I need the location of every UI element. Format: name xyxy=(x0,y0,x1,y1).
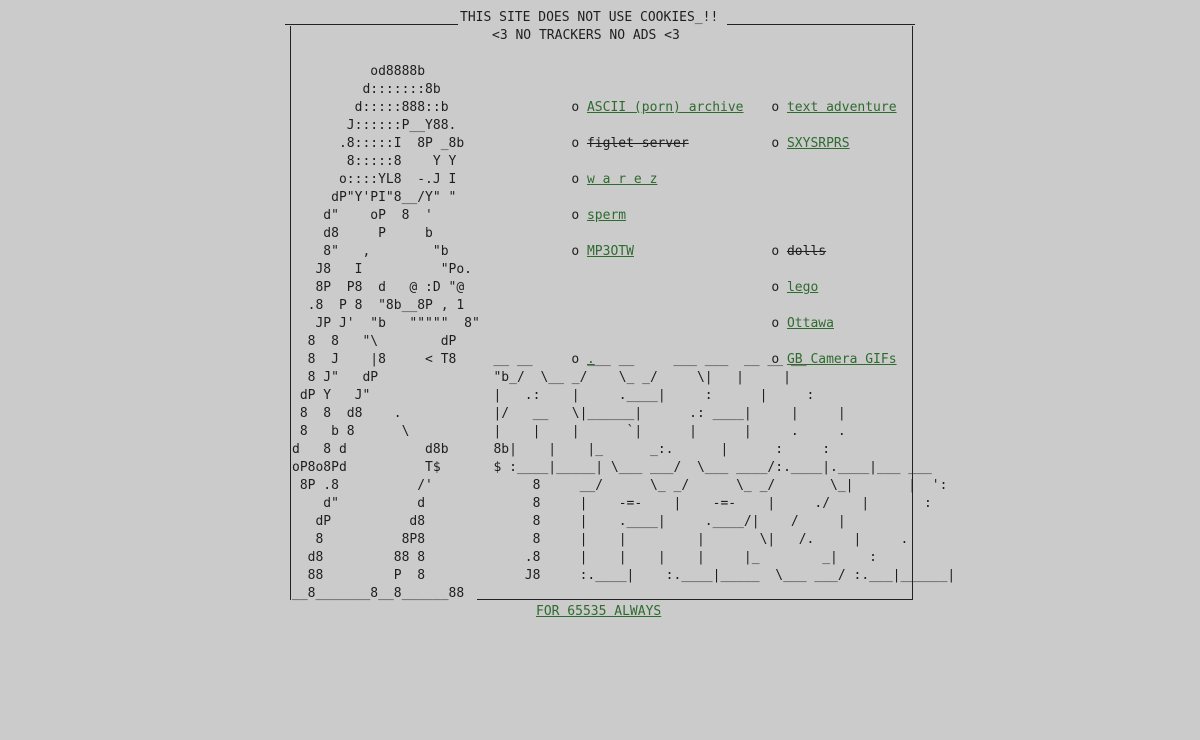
bullet: o xyxy=(571,352,580,367)
figure-art-line: oP8o8Pd T$ xyxy=(292,460,441,475)
figure-art-line: dP Y J" xyxy=(292,388,371,403)
figure-art-line: .8:::::I 8P _8b xyxy=(292,136,465,151)
figure-art-line: d:::::::8b xyxy=(292,82,441,97)
bullet: o xyxy=(771,100,780,115)
bullet: o xyxy=(571,244,580,259)
figure-art-line: 8 J" dP xyxy=(292,370,379,385)
logo-art-line: __ __ ___ __ ___ ___ __ __ __ xyxy=(470,352,807,367)
frame-top-right-rule xyxy=(727,24,915,25)
bullet: o xyxy=(571,100,580,115)
header-title: THIS SITE DOES NOT USE COOKIES_!! xyxy=(460,10,719,25)
header-subtitle: <3 NO TRACKERS NO ADS <3 xyxy=(492,28,680,43)
menu-item-text-adventure: o text adventure xyxy=(740,81,897,135)
figure-art-line: JP J' "b """"" 8" xyxy=(292,316,480,331)
menu-item-sperm: o sperm xyxy=(540,189,626,243)
link-ottawa[interactable]: Ottawa xyxy=(786,316,834,331)
menu-item-lego: o lego xyxy=(740,261,818,315)
figure-art-line: 8 8P8 xyxy=(292,532,426,547)
bullet: o xyxy=(771,244,780,259)
logo-art-line: 8 | -=- | -=- | ./ | : xyxy=(470,496,932,511)
bullet: o xyxy=(771,280,780,295)
link-lego[interactable]: lego xyxy=(786,280,819,295)
logo-art-line: 8b| | |_ _:. | : : xyxy=(470,442,831,457)
figure-art-line: dP"Y'PI"8__/Y" " xyxy=(292,190,457,205)
logo-art-line: | | | `| | | . . xyxy=(470,424,846,439)
menu-item-dot: o . xyxy=(540,333,595,387)
logo-art-line: 8 | .____| .____/| / | xyxy=(470,514,846,529)
link-sxysrprs[interactable]: SXYSRPRS xyxy=(786,136,850,151)
figure-art-line: 8P P8 d @ :D "@ xyxy=(292,280,465,295)
menu-item-warez: o w a r e z xyxy=(540,153,657,207)
figure-art-line: 8:::::8 Y Y xyxy=(292,154,457,169)
figure-art-line: J::::::P__Y88. xyxy=(292,118,457,133)
figure-art-line: d" d xyxy=(292,496,426,511)
figure-art-line: 8" , "b xyxy=(292,244,449,259)
bullet: o xyxy=(571,208,580,223)
menu-item-figlet-server: o figlet server xyxy=(540,117,689,171)
frame-bottom-rule xyxy=(477,599,913,600)
bullet: o xyxy=(771,136,780,151)
link-figlet-server[interactable]: figlet server xyxy=(586,136,689,151)
logo-art-line: 8 | | | \| /. | . xyxy=(470,532,909,547)
logo-art-line: |/ __ \|______| .: ____| | | xyxy=(470,406,846,421)
figure-art-line: J8 I "Po. xyxy=(292,262,473,277)
link-warez[interactable]: w a r e z xyxy=(586,172,658,187)
frame-right-rule xyxy=(912,26,913,600)
menu-item-ascii-archive: o ASCII (porn) archive xyxy=(540,81,744,135)
link-gb-camera-gifs[interactable]: GB Camera GIFs xyxy=(786,352,897,367)
logo-art-line: 8 __/ \_ _/ \_ _/ \_| | ': xyxy=(470,478,948,493)
link-mp3otw[interactable]: MP3OTW xyxy=(586,244,634,259)
bullet: o xyxy=(771,316,780,331)
figure-art-line: 8 b 8 \ xyxy=(292,424,410,439)
link-dolls[interactable]: dolls xyxy=(786,244,827,259)
link-sperm[interactable]: sperm xyxy=(586,208,627,223)
figure-art-line: d8 88 8 xyxy=(292,550,426,565)
menu-item-dolls: o dolls xyxy=(740,225,826,279)
menu-item-mp3otw: o MP3OTW xyxy=(540,225,634,279)
bullet: o xyxy=(771,352,780,367)
figure-art-line: d8 P b xyxy=(292,226,433,241)
figure-art-line: __8_______8__8______88 xyxy=(292,586,465,601)
figure-art-line: 88 P 8 xyxy=(292,568,426,583)
bullet: o xyxy=(571,136,580,151)
logo-art-line: J8 :.____| :.____|_____ \___ ___/ :.___|… xyxy=(470,568,956,583)
figure-art-line: 8 8 "\ dP xyxy=(292,334,457,349)
figure-art-line: 8 8 d8 . xyxy=(292,406,402,421)
figure-art-line: dP d8 xyxy=(292,514,426,529)
figure-art-line: d 8 d d8b xyxy=(292,442,449,457)
logo-art-line: "b_/ \__ _/ \_ _/ \| | | xyxy=(470,370,791,385)
figure-art-line: 8P .8 /' xyxy=(292,478,433,493)
figure-art-line: .8 P 8 "8b__8P , 1 xyxy=(292,298,465,313)
figure-art-line: od8888b xyxy=(292,64,426,79)
figure-art-line: d:::::888::b xyxy=(292,100,449,115)
frame-left-rule xyxy=(290,26,291,600)
figure-art-line: o::::YL8 -.J I xyxy=(292,172,457,187)
logo-art-line: | .: | .____| : | : xyxy=(470,388,815,403)
logo-art-line: .8 | | | | |_ _| : xyxy=(470,550,877,565)
footer-link[interactable]: FOR 65535 ALWAYS xyxy=(536,604,662,619)
link-text-adventure[interactable]: text adventure xyxy=(786,100,897,115)
menu-item-sxysrprs: o SXYSRPRS xyxy=(740,117,850,171)
link-ascii-archive[interactable]: ASCII (porn) archive xyxy=(586,100,744,115)
menu-item-ottawa: o Ottawa xyxy=(740,297,834,351)
figure-art-line: d" oP 8 ' xyxy=(292,208,433,223)
menu-item-gb-camera-gifs: o GB Camera GIFs xyxy=(740,333,897,387)
figure-art-line: 8 J |8 < T8 xyxy=(292,352,457,367)
bullet: o xyxy=(571,172,580,187)
frame-top-left-rule xyxy=(285,24,458,25)
logo-art-line: $ :____|_____| \___ ___/ \___ ____/:.___… xyxy=(470,460,932,475)
link-dot[interactable]: . xyxy=(586,352,595,367)
